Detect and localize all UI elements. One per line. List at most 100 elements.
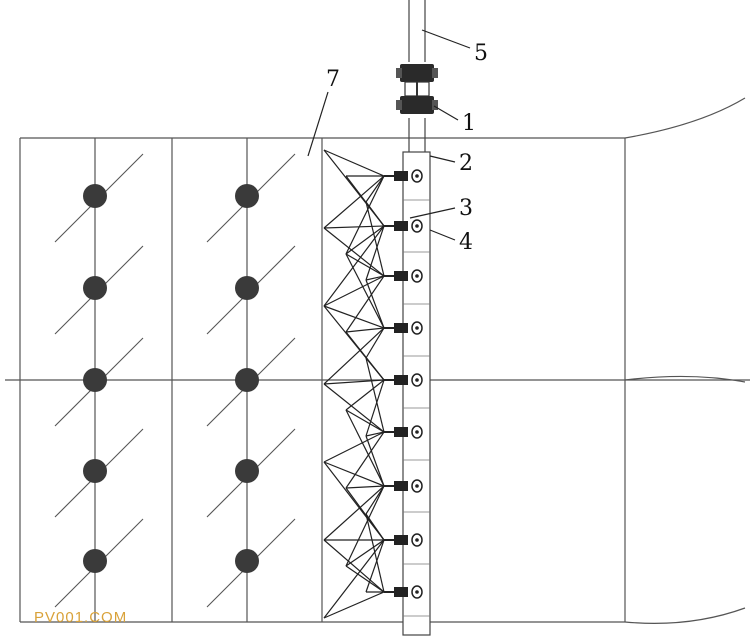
rope-line bbox=[345, 175, 385, 255]
anchor-dot bbox=[83, 459, 107, 483]
rope-line bbox=[323, 225, 385, 229]
leader-2 bbox=[429, 155, 456, 163]
pulley-hub bbox=[415, 484, 419, 488]
rope-line bbox=[323, 275, 385, 307]
coupling-upper-bolt-right bbox=[432, 68, 438, 78]
rope-line bbox=[365, 357, 385, 433]
anchor-dot bbox=[235, 549, 259, 573]
anchor-dot bbox=[235, 184, 259, 208]
rope-line bbox=[365, 201, 385, 277]
rope-line bbox=[365, 225, 385, 281]
anchor-dot bbox=[235, 368, 259, 392]
rope-line bbox=[365, 379, 385, 437]
rope-line bbox=[323, 591, 385, 619]
rope-line bbox=[323, 539, 385, 619]
label-2: 2 bbox=[459, 151, 473, 176]
rope-web bbox=[323, 149, 404, 619]
clamp-block bbox=[394, 535, 408, 545]
rope-line bbox=[345, 253, 385, 329]
rope-line bbox=[345, 485, 385, 567]
rope-line bbox=[365, 357, 385, 381]
label-3: 3 bbox=[459, 196, 473, 221]
rope-line bbox=[345, 253, 385, 277]
rope-line bbox=[323, 225, 385, 307]
label-1: 1 bbox=[462, 111, 476, 136]
clamp-block bbox=[394, 221, 408, 231]
rope-line bbox=[323, 175, 385, 229]
pulley-hub bbox=[415, 538, 419, 542]
rope-line bbox=[323, 461, 385, 487]
dots-layer bbox=[54, 153, 296, 608]
rope-line bbox=[323, 149, 385, 177]
rope-line bbox=[345, 539, 385, 567]
pulley-hub bbox=[415, 174, 419, 178]
rope-line bbox=[365, 539, 385, 593]
pulley-hub bbox=[415, 378, 419, 382]
rope-line bbox=[323, 379, 385, 385]
rope-line bbox=[345, 327, 385, 333]
rope-line bbox=[365, 485, 385, 515]
rope-line bbox=[345, 485, 385, 489]
pulley-hub bbox=[415, 274, 419, 278]
rope-line bbox=[365, 513, 385, 541]
coupling-lower-block bbox=[400, 96, 434, 114]
tower-units bbox=[394, 169, 423, 599]
rope-line bbox=[323, 539, 385, 593]
leader-1 bbox=[433, 105, 459, 121]
arc-top bbox=[624, 97, 746, 139]
label-4: 4 bbox=[459, 230, 473, 255]
clamp-block bbox=[394, 375, 408, 385]
rope-line bbox=[365, 275, 385, 281]
rope-line bbox=[345, 409, 385, 487]
rope-line bbox=[345, 379, 385, 411]
coupling-upper-block bbox=[400, 64, 434, 82]
pulley-hub bbox=[415, 326, 419, 330]
leader-7 bbox=[307, 91, 329, 157]
rope-line bbox=[345, 275, 385, 333]
rope-line bbox=[365, 435, 385, 487]
anchor-dot bbox=[83, 549, 107, 573]
pulley-hub bbox=[415, 590, 419, 594]
watermark-text: PV001.COM bbox=[34, 609, 127, 626]
clamp-block bbox=[394, 171, 408, 181]
clamp-block bbox=[394, 587, 408, 597]
rope-line bbox=[365, 431, 385, 437]
coupling-assembly bbox=[396, 64, 438, 114]
rope-line bbox=[365, 327, 385, 359]
clamp-block bbox=[394, 481, 408, 491]
anchor-dot bbox=[83, 276, 107, 300]
rope-line bbox=[323, 485, 385, 541]
label-5: 5 bbox=[474, 41, 488, 66]
anchor-dot bbox=[83, 368, 107, 392]
rope-line bbox=[323, 305, 385, 329]
anchor-dot bbox=[235, 459, 259, 483]
leader-4 bbox=[429, 229, 456, 241]
rope-line bbox=[323, 227, 385, 277]
rope-line bbox=[365, 513, 385, 593]
rope-line bbox=[323, 383, 385, 433]
rope-line bbox=[345, 431, 385, 489]
pulley-hub bbox=[415, 224, 419, 228]
coupling-lower-bolt-left bbox=[396, 100, 402, 110]
tower-column bbox=[394, 151, 431, 636]
leader-lines bbox=[307, 29, 471, 241]
tower-segment-lines bbox=[403, 199, 430, 617]
coupling-upper-bolt-left bbox=[396, 68, 402, 78]
arc-bottom bbox=[624, 607, 746, 624]
anchor-dot bbox=[83, 184, 107, 208]
rope-line bbox=[345, 409, 385, 433]
rope-line bbox=[365, 175, 385, 203]
anchor-dot bbox=[235, 276, 259, 300]
rope-line bbox=[323, 431, 385, 463]
rope-line bbox=[365, 279, 385, 329]
rope-line bbox=[365, 201, 385, 227]
rope-line bbox=[345, 565, 385, 593]
clamp-block bbox=[394, 323, 408, 333]
clamp-block bbox=[394, 271, 408, 281]
coupling-lower-bolt-right bbox=[432, 100, 438, 110]
leader-5 bbox=[421, 29, 471, 49]
leader-3 bbox=[409, 207, 456, 219]
rope-line bbox=[323, 327, 385, 385]
label-7: 7 bbox=[326, 67, 340, 92]
